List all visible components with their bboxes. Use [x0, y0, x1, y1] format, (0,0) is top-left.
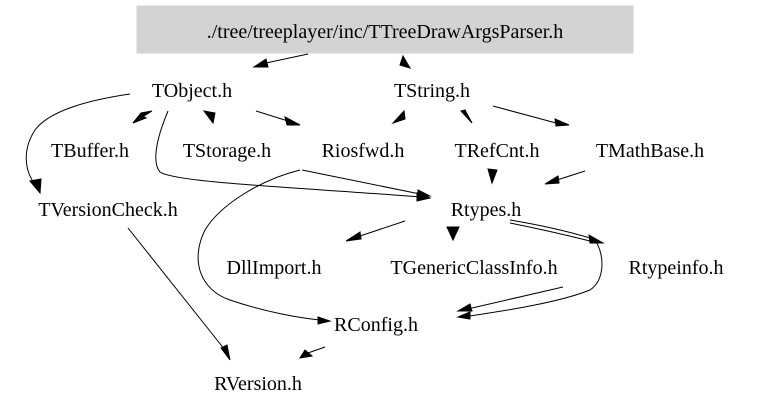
edge-rconfig-rversion	[298, 346, 326, 359]
node-label: TRefCnt.h	[455, 140, 540, 162]
node-label: Riosfwd.h	[322, 140, 405, 162]
node-tmathbase[interactable]: TMathBase.h	[596, 140, 704, 162]
edge-rtypeinfo-rconfig	[456, 286, 564, 312]
root-node-label: ./tree/treeplayer/inc/TTreeDrawArgsParse…	[207, 21, 564, 43]
root-node-box	[136, 5, 634, 54]
arrowhead-icon	[544, 175, 560, 185]
node-rversion[interactable]: RVersion.h	[214, 373, 302, 395]
edge-rtypes-rtypeinfo	[509, 219, 605, 244]
edge-rtypes-dllimport	[345, 220, 406, 242]
edge-riosfwd-rconfig	[197, 169, 332, 325]
arrowhead-icon	[345, 231, 362, 242]
node-tbuffer[interactable]: TBuffer.h	[51, 140, 129, 162]
node-trefcnt[interactable]: TRefCnt.h	[455, 140, 540, 162]
edge-root-tobject	[252, 53, 309, 68]
node-root[interactable]: ./tree/treeplayer/inc/TTreeDrawArgsParse…	[136, 5, 634, 54]
edge-tobject-tbuffer	[132, 110, 153, 124]
edge-trefcnt-rtypes	[487, 168, 498, 185]
arrowhead-icon	[487, 168, 498, 185]
arrowhead-icon	[220, 344, 231, 361]
edge-tobject-riosfwd	[255, 110, 301, 126]
arrowhead-icon	[460, 109, 473, 124]
arrowhead-icon	[391, 109, 406, 125]
edges	[25, 53, 605, 361]
node-label: TVersionCheck.h	[38, 199, 177, 221]
edge-riosfwd-rtypes	[301, 169, 432, 198]
node-label: TMathBase.h	[596, 140, 704, 162]
node-rtypeinfo[interactable]: Rtypeinfo.h	[629, 257, 724, 279]
node-label: TBuffer.h	[51, 140, 129, 162]
edge-tobject-tversioncheck	[25, 93, 131, 195]
edge-tstring-tmathbase	[492, 105, 570, 127]
node-dllimport[interactable]: DllImport.h	[227, 257, 322, 279]
arrowhead-icon	[202, 110, 216, 125]
node-label: Rtypeinfo.h	[629, 257, 724, 279]
arrowhead-icon	[456, 311, 471, 320]
arrowhead-icon	[317, 316, 332, 325]
edge-rtypes-tgenericclassinfo	[446, 226, 460, 242]
node-label: RVersion.h	[214, 373, 302, 395]
node-label: RConfig.h	[334, 314, 418, 336]
node-label: TStorage.h	[183, 140, 271, 162]
edge-tstring-riosfwd	[391, 109, 406, 125]
node-tversioncheck[interactable]: TVersionCheck.h	[38, 199, 177, 221]
node-label: TObject.h	[152, 80, 232, 102]
node-label: TString.h	[394, 80, 470, 102]
node-tstorage[interactable]: TStorage.h	[183, 140, 271, 162]
arrowhead-icon	[456, 303, 473, 312]
edge-tmathbase-rtypes	[544, 170, 586, 185]
arrowhead-icon	[417, 189, 432, 198]
arrowhead-icon	[399, 54, 412, 69]
arrowhead-icon	[298, 349, 314, 359]
node-riosfwd[interactable]: Riosfwd.h	[322, 140, 405, 162]
arrowhead-icon	[284, 116, 301, 126]
arrowhead-icon	[29, 178, 42, 195]
arrowhead-icon	[554, 118, 570, 127]
arrowhead-icon	[446, 226, 460, 242]
edge-root-tstring	[399, 54, 412, 69]
node-label: DllImport.h	[227, 257, 322, 279]
node-tgenericclassinfo[interactable]: TGenericClassInfo.h	[390, 257, 557, 279]
edge-rtypes-rconfig	[456, 239, 603, 320]
edge-tstring-trefcnt	[460, 109, 473, 124]
node-label: TGenericClassInfo.h	[390, 257, 557, 279]
edge-tversioncheck-rversion	[127, 227, 231, 361]
node-tobject[interactable]: TObject.h	[152, 80, 232, 102]
arrowhead-icon	[252, 58, 269, 68]
node-rtypes[interactable]: Rtypes.h	[451, 199, 522, 221]
arrowhead-icon	[132, 114, 148, 124]
node-rconfig[interactable]: RConfig.h	[334, 314, 418, 336]
node-tstring[interactable]: TString.h	[394, 80, 470, 102]
node-label: Rtypes.h	[451, 199, 522, 221]
edge-tobject-tstorage	[202, 110, 216, 125]
